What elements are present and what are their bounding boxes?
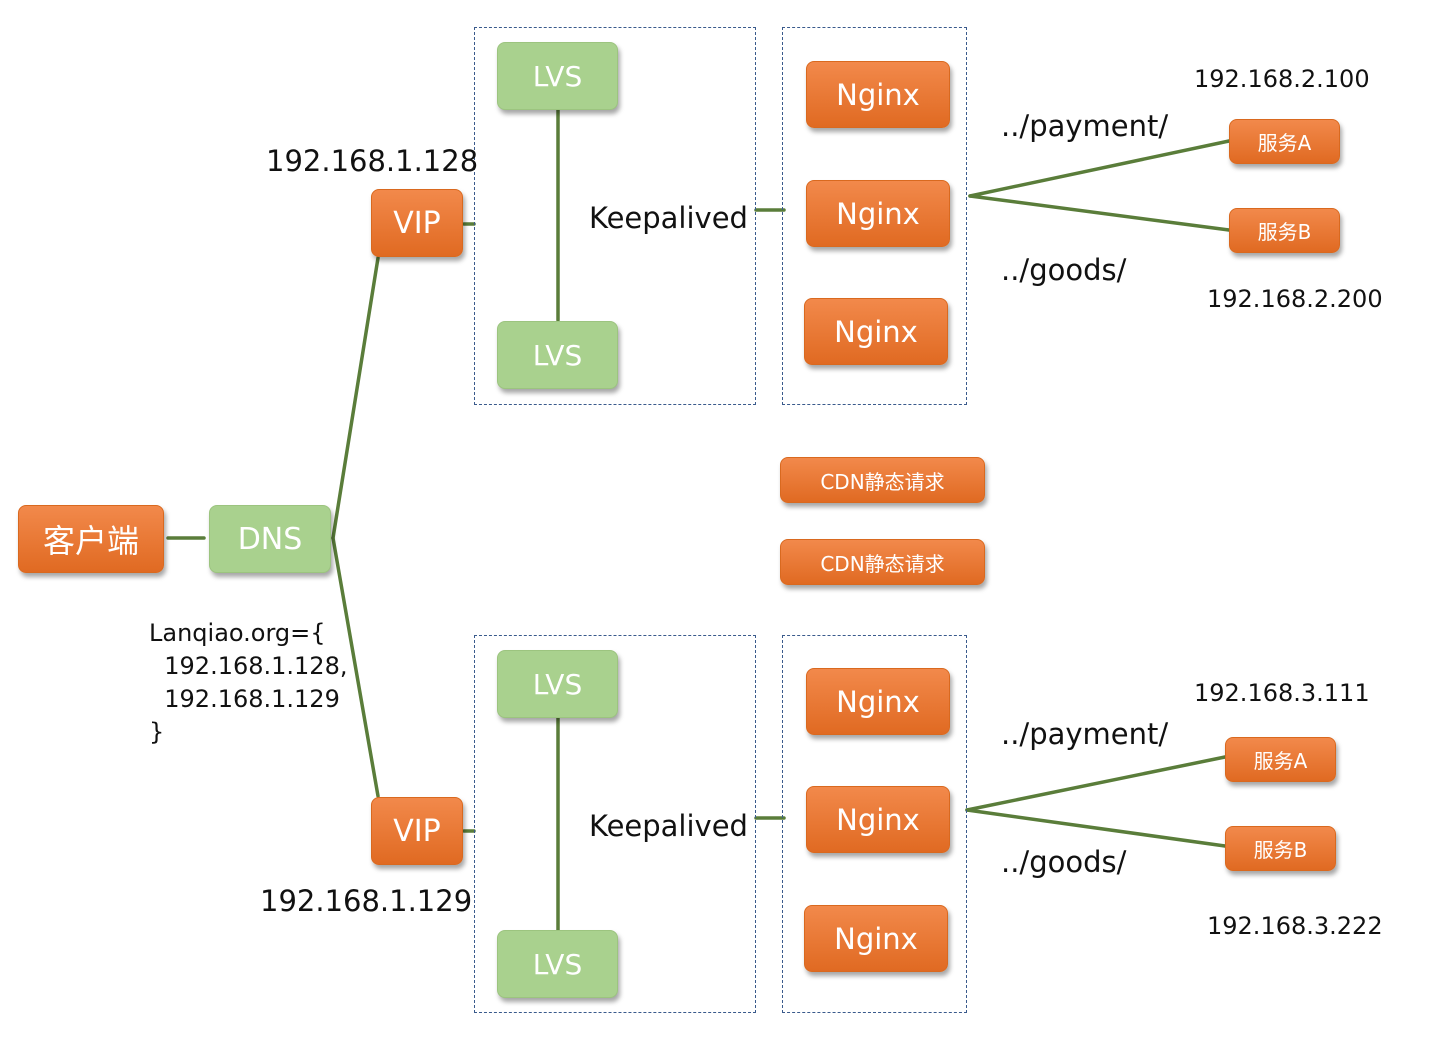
goods-path-label-top: ../goods/ [1001, 253, 1127, 287]
keepalived-label-bottom: Keepalived [589, 809, 748, 843]
nginx-node-bottom-2: Nginx [806, 786, 950, 853]
goods-path-label-bottom: ../goods/ [1001, 845, 1127, 879]
service-b-ip-label-bottom: 192.168.3.222 [1207, 912, 1383, 940]
nginx-service-a-link-top [968, 139, 1231, 198]
client-node: 客户端 [18, 505, 164, 573]
nginx-node-bottom-1: Nginx [806, 668, 950, 735]
service-a-ip-label-bottom: 192.168.3.111 [1194, 679, 1370, 707]
dns-vip-bottom-link [331, 536, 380, 798]
lvs-node-bottom-primary: LVS [497, 650, 618, 718]
dns-node: DNS [209, 505, 331, 573]
payment-path-label-top: ../payment/ [1001, 109, 1169, 143]
vip-node-top: VIP [371, 189, 463, 257]
dns-vip-top-link [331, 256, 380, 540]
service-a-node-bottom: 服务A [1225, 737, 1336, 782]
nginx-service-b-link-bottom [965, 808, 1227, 848]
vip-node-bottom: VIP [371, 797, 463, 865]
nginx-node-top-2: Nginx [806, 180, 950, 247]
service-a-ip-label-top: 192.168.2.100 [1194, 65, 1370, 93]
nginx-service-a-link-bottom [965, 755, 1227, 812]
keepalived-label-top: Keepalived [589, 201, 748, 235]
lvs-group-bottom [474, 635, 756, 1013]
lvs-node-top-backup: LVS [497, 321, 618, 389]
nginx-node-top-3: Nginx [804, 298, 948, 365]
lvs-node-top-primary: LVS [497, 42, 618, 110]
cdn-node-2: CDN静态请求 [780, 539, 985, 585]
cdn-node-1: CDN静态请求 [780, 457, 985, 503]
service-a-node-top: 服务A [1229, 119, 1340, 164]
nginx-service-b-link-top [968, 194, 1231, 232]
nginx-group-bottom [782, 635, 967, 1013]
lvs-node-bottom-backup: LVS [497, 930, 618, 998]
nginx-node-top-1: Nginx [806, 61, 950, 128]
vip-bottom-ip-label: 192.168.1.129 [260, 884, 473, 918]
dns-record-label: Lanqiao.org={ 192.168.1.128, 192.168.1.1… [149, 619, 348, 746]
service-b-node-top: 服务B [1229, 208, 1340, 253]
service-b-node-bottom: 服务B [1225, 826, 1336, 871]
lvs-group-top [474, 27, 756, 405]
service-b-ip-label-top: 192.168.2.200 [1207, 285, 1383, 313]
nginx-group-top [782, 27, 967, 405]
vip-top-ip-label: 192.168.1.128 [266, 144, 479, 178]
nginx-node-bottom-3: Nginx [804, 905, 948, 972]
payment-path-label-bottom: ../payment/ [1001, 717, 1169, 751]
